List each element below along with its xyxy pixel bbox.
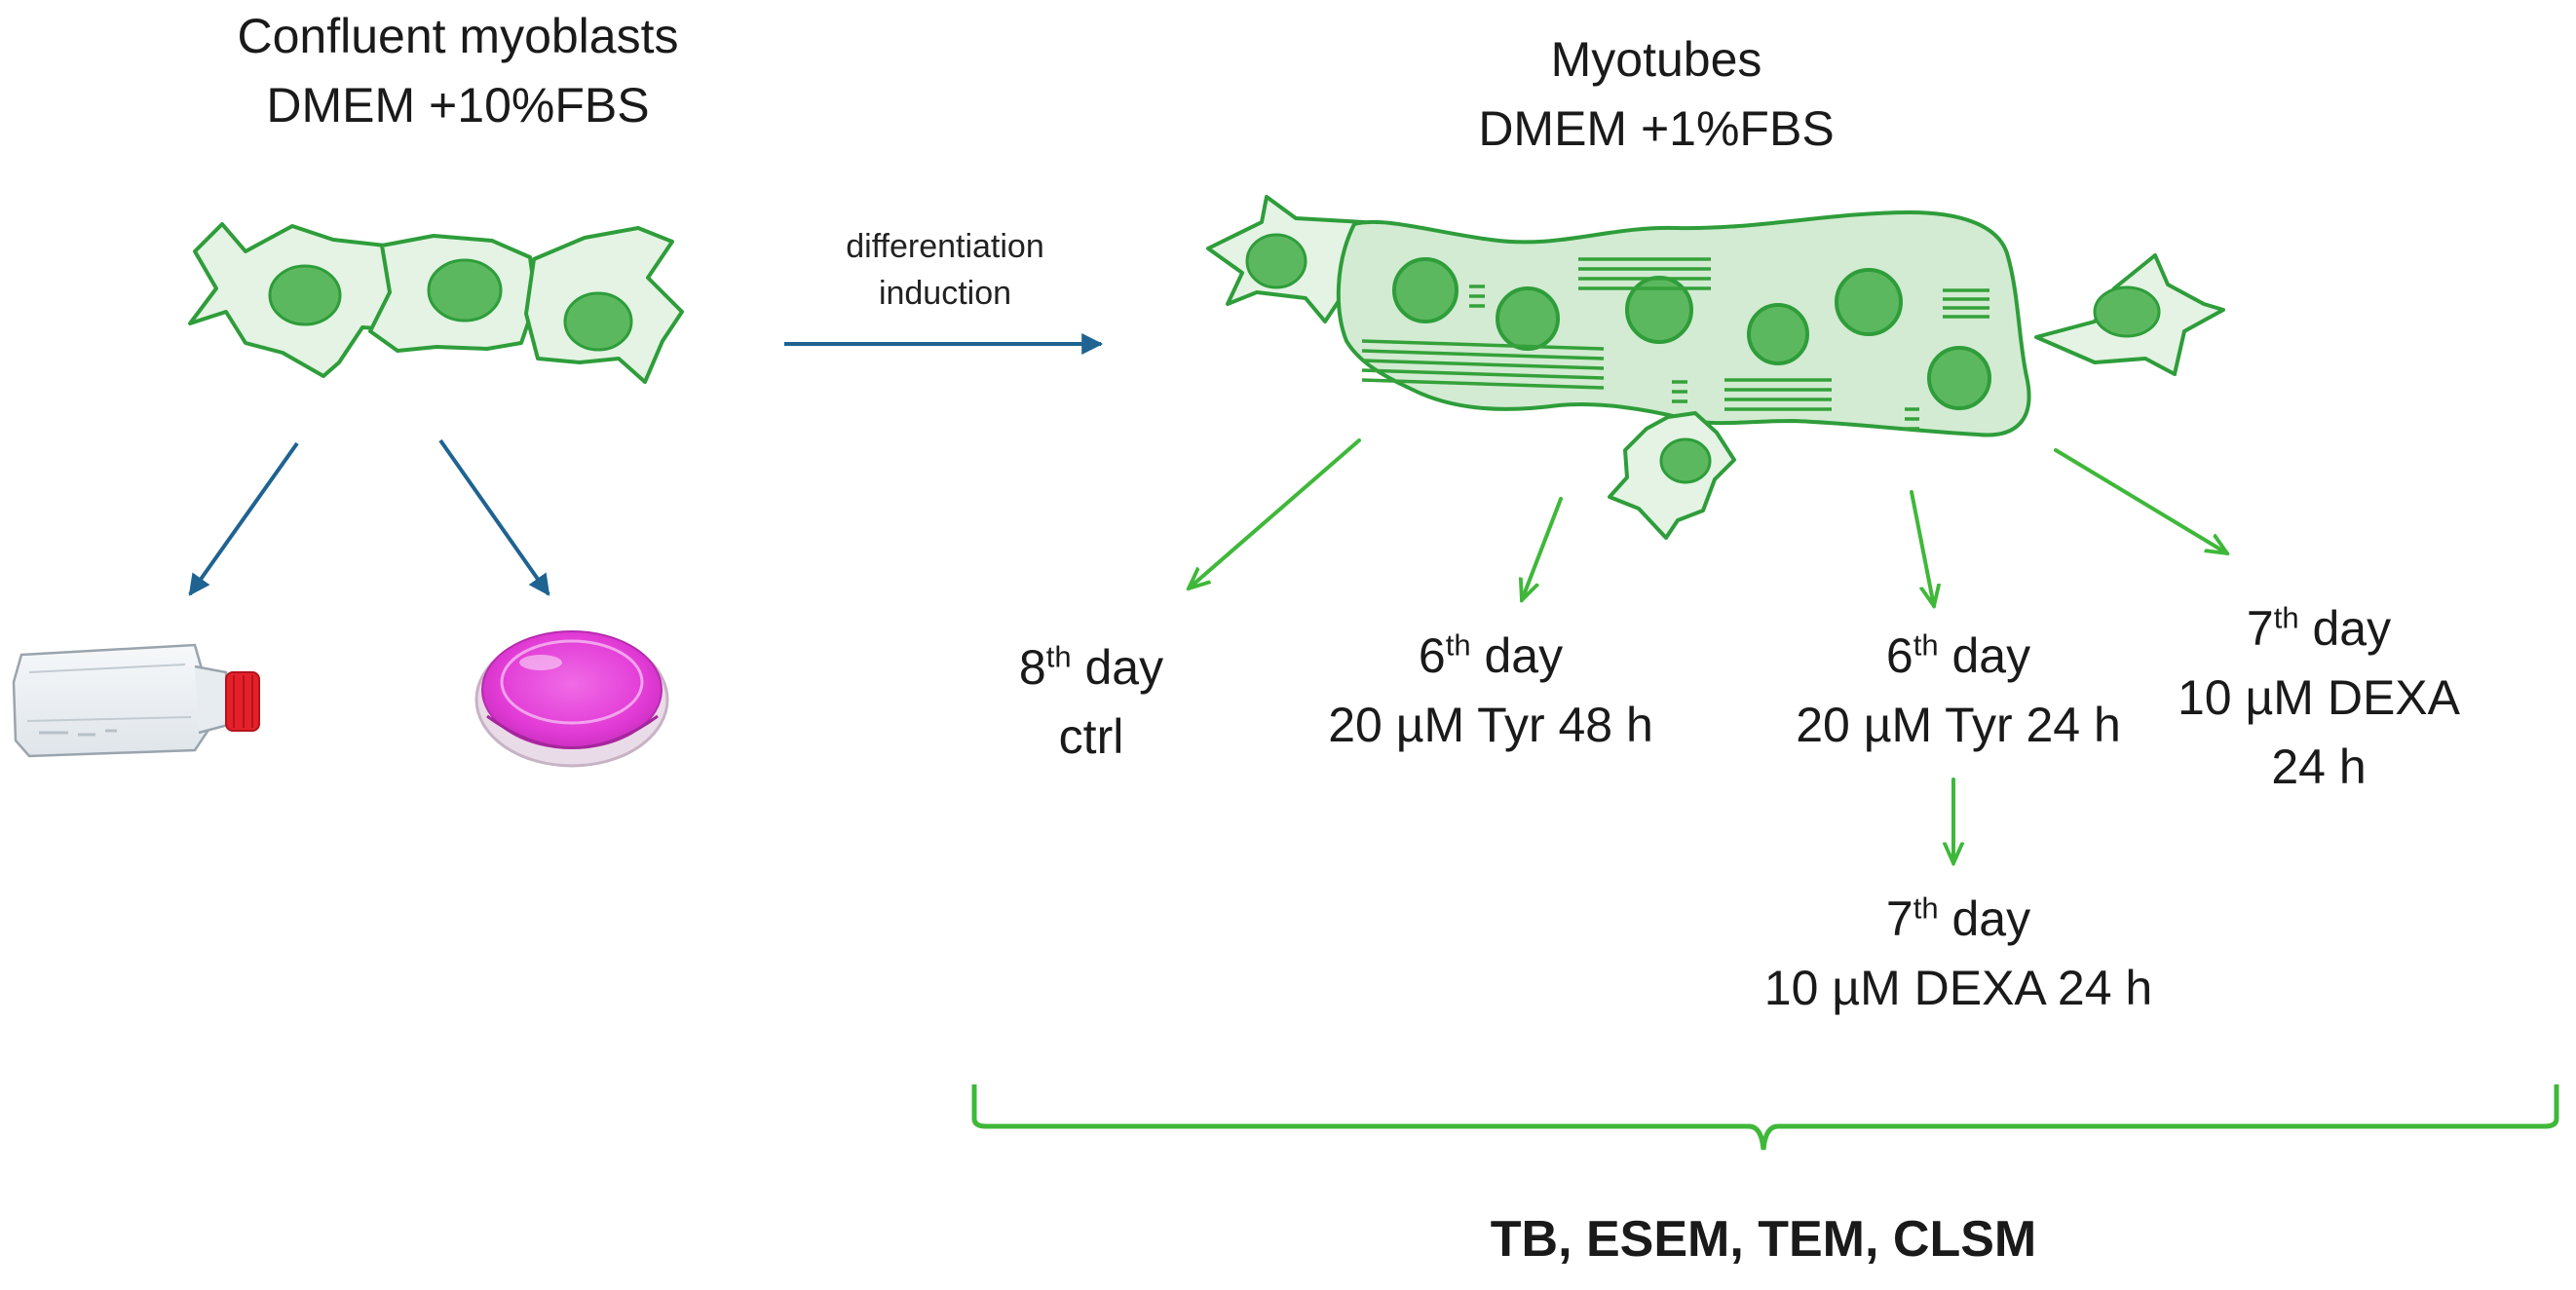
nucleus: [1927, 346, 1991, 410]
nucleus: [1392, 257, 1458, 323]
nucleus: [1747, 303, 1809, 365]
nucleus: [427, 258, 503, 322]
condition-tyr-dexa: 7th day 10 µM DEXA 24 h: [1763, 891, 2153, 1015]
condition-dexa: 7th day 10 µM DEXA 24 h: [2177, 600, 2460, 794]
arrow-to-tyr24: [1910, 490, 1934, 606]
nucleus: [1835, 268, 1903, 336]
nucleus: [2093, 285, 2161, 338]
myotubes-medium: DMEM +1%FBS: [1478, 101, 1835, 156]
nucleus: [268, 264, 342, 326]
myoblasts-medium: DMEM +10%FBS: [266, 78, 650, 133]
myoblasts-label: Confluent myoblasts DMEM +10%FBS: [160, 2, 756, 140]
condition-ctrl: 8th day ctrl: [1018, 639, 1164, 764]
condition-tyr48: 6th day 20 µM Tyr 48 h: [1328, 627, 1653, 752]
arrow-to-dexa: [2054, 448, 2227, 553]
green-arrows: [1189, 438, 2227, 863]
myoblasts-title: Confluent myoblasts: [237, 9, 679, 63]
myotubes-title: Myotubes: [1550, 32, 1762, 87]
arrow-to-tyr48: [1522, 497, 1563, 600]
differentiation-label: differentiation induction: [846, 228, 1044, 312]
arrow-to-dish: [438, 438, 550, 596]
petri-dish-icon: [474, 630, 669, 768]
blue-arrows: [188, 333, 1104, 596]
myoblast-cells: [188, 222, 684, 384]
myotubes-label: Myotubes DMEM +1%FBS: [1461, 25, 1851, 164]
striations: [1361, 257, 1989, 431]
myotube-group: [1206, 195, 2225, 540]
nucleus: [563, 291, 633, 352]
condition-tyr24: 6th day 20 µM Tyr 24 h: [1796, 627, 2121, 752]
arrow-to-flask: [188, 441, 299, 596]
nucleus: [1245, 233, 1307, 289]
arrow-to-ctrl: [1189, 438, 1361, 588]
culture-flask-icon: [12, 643, 260, 758]
nucleus: [1659, 437, 1712, 484]
analyses-label: TB, ESEM, TEM, CLSM: [1490, 1211, 2037, 1268]
summary-brace: [971, 1084, 2559, 1151]
nucleus: [1496, 286, 1560, 351]
